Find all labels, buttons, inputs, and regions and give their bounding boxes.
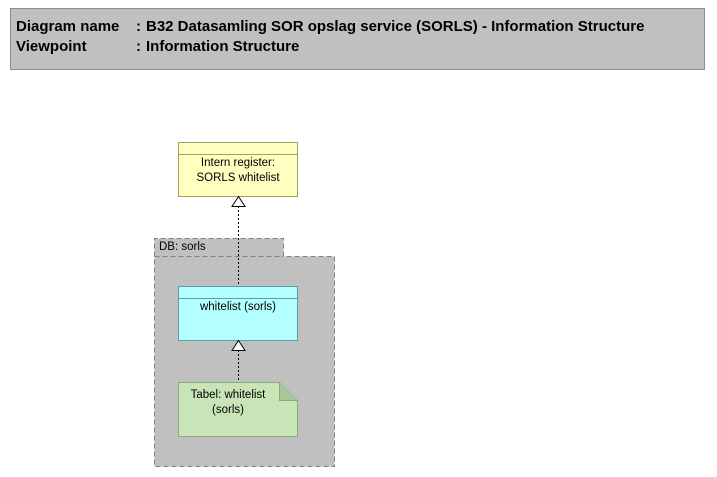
intern-register-box[interactable] (178, 142, 298, 197)
diagram-name-separator: : (136, 18, 141, 35)
realization-arrow-upper[interactable] (231, 195, 246, 287)
intern-register-label: Intern register: SORLS whitelist (196, 157, 280, 184)
viewpoint-value: Information Structure (146, 38, 300, 55)
diagram-header: Diagram name: B32 Datasamling SOR opslag … (10, 8, 705, 70)
viewpoint-label: Viewpoint (16, 38, 87, 55)
diagram-name-label: Diagram name (16, 18, 120, 35)
table-artifact-label: Tabel: whitelist (sorls) (190, 389, 266, 416)
package-label: DB: sorls (159, 241, 206, 253)
whitelist-label: whitelist (sorls) (199, 301, 277, 313)
diagram-name-value: B32 Datasamling SOR opslag service (SORL… (146, 18, 645, 35)
viewpoint-separator: : (136, 38, 141, 55)
whitelist-data-object[interactable] (178, 286, 298, 341)
realization-arrow-lower[interactable] (231, 339, 246, 383)
table-artifact[interactable] (178, 382, 298, 437)
